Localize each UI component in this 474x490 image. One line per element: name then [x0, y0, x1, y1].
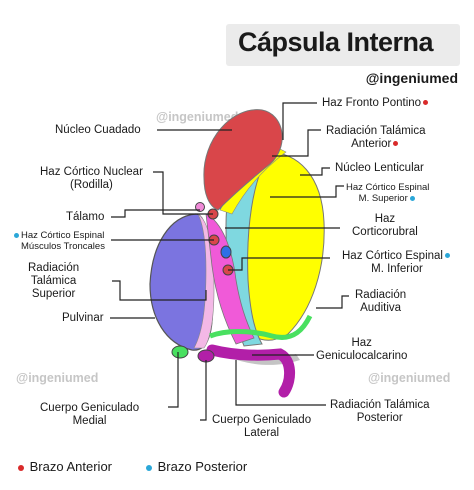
author-handle: @ingeniumed [365, 70, 458, 86]
anterior-dot-icon [393, 141, 399, 147]
label-talamo: Tálamo [66, 211, 105, 223]
line-fronto-pontino [282, 102, 317, 140]
line-msup [270, 185, 344, 198]
posterior-dot-icon [14, 232, 19, 238]
line-rad-superior [112, 280, 207, 301]
line-talamo [111, 209, 200, 218]
msup-circle [220, 245, 232, 259]
nucleo-cuadado-shape [203, 109, 283, 211]
line-rad-posterior [235, 360, 326, 406]
watermark-top: @ingeniumed [156, 110, 239, 124]
talamo-circle-1 [195, 202, 205, 212]
posterior-dot-icon [146, 464, 152, 471]
line-cg-lateral [200, 360, 207, 421]
anterior-dot-icon [18, 464, 24, 471]
line-rad-anterior [272, 129, 321, 157]
posterior-dot-icon [409, 195, 415, 201]
page-title: Cápsula Interna [238, 27, 434, 57]
line-auditiva [316, 295, 349, 309]
line-cortico-nuclear [153, 171, 213, 215]
label-nucleo-lenticular: Núcleo Lenticular [335, 162, 424, 174]
line-minf [228, 257, 330, 271]
watermark-right: @ingeniumed [368, 371, 451, 385]
legend-posterior: Brazo Posterior [144, 459, 247, 474]
posterior-dot-icon [444, 253, 450, 259]
title-box [226, 24, 460, 66]
label-pulvinar: Pulvinar [62, 312, 104, 324]
magenta-band [205, 213, 255, 345]
cuerpo-geniculado-medial-shape [171, 345, 189, 359]
label-haz-cortico-nuclear: Haz Córtico Nuclear(Rodilla) [40, 166, 143, 191]
label-haz-fronto-pontino: Haz Fronto Pontino [322, 97, 430, 110]
label-nucleo-cuadado: Núcleo Cuadado [55, 124, 141, 136]
line-cg-medial [168, 352, 179, 408]
anterior-dot-icon [423, 100, 429, 106]
legend-anterior: Brazo Anterior [16, 459, 112, 474]
geniculocalcarino-tract [206, 344, 295, 398]
watermark-left: @ingeniumed [16, 371, 99, 385]
green-radiacion [209, 314, 313, 340]
line-lenticular [300, 167, 330, 176]
